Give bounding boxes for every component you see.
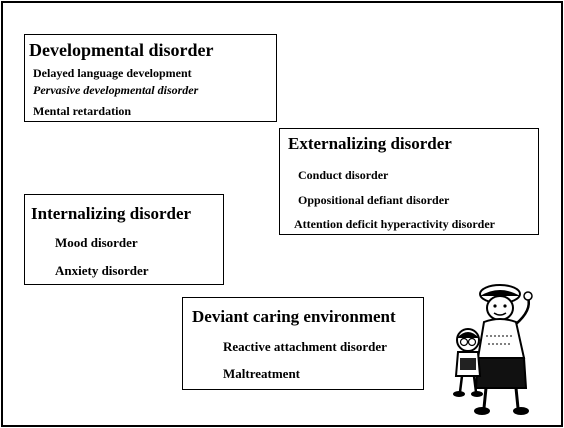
internalizing-disorder-box: Internalizing disorder Mood disorder Anx… <box>24 194 224 285</box>
internalizing-disorder-title: Internalizing disorder <box>31 204 192 223</box>
externalizing-disorder-box: Externalizing disorder Conduct disorder … <box>279 128 539 235</box>
delayed-language-item: Delayed language development <box>33 66 192 80</box>
maltreatment-item: Maltreatment <box>223 366 301 381</box>
externalizing-disorder-title: Externalizing disorder <box>288 134 452 153</box>
pervasive-developmental-item: Pervasive developmental disorder <box>33 83 199 97</box>
reactive-attachment-item: Reactive attachment disorder <box>223 339 387 354</box>
oppositional-defiant-item: Oppositional defiant disorder <box>298 193 450 207</box>
mood-disorder-item: Mood disorder <box>55 235 138 250</box>
developmental-disorder-box: Developmental disorder Delayed language … <box>24 34 277 122</box>
adhd-item: Attention deficit hyperactivity disorder <box>294 217 495 231</box>
anxiety-disorder-item: Anxiety disorder <box>55 263 149 278</box>
deviant-caring-environment-box: Deviant caring environment Reactive atta… <box>182 297 424 390</box>
mental-retardation-item: Mental retardation <box>33 104 132 118</box>
conduct-disorder-item: Conduct disorder <box>298 168 389 182</box>
developmental-disorder-title: Developmental disorder <box>29 40 214 60</box>
cartoon-family-figure-icon <box>453 284 533 415</box>
deviant-caring-environment-title: Deviant caring environment <box>192 307 396 326</box>
